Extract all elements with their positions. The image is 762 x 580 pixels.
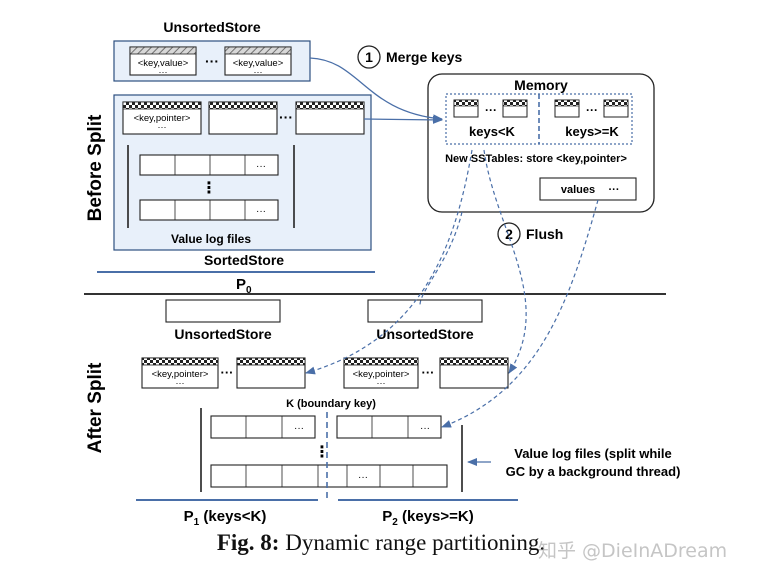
merge-step-number: 1 (365, 49, 373, 65)
sorted-store-label: SortedStore (204, 252, 284, 268)
ellipsis: ··· (485, 103, 497, 117)
vlog-after-vdots: ⋮ (314, 444, 330, 461)
flush-step-text: Flush (526, 226, 563, 242)
vlog-vdots: ⋮ (201, 180, 217, 197)
kp-cell-ellipsis: ··· (176, 378, 185, 388)
before-split-label: Before Split (85, 114, 106, 221)
kp-cell-label: <key,pointer> (152, 369, 209, 380)
kv-cell-ellipsis: ··· (254, 67, 263, 77)
ellipsis: ··· (586, 103, 598, 117)
p2-sstable-2-header (439, 357, 509, 366)
figure-caption: Fig. 8: Dynamic range partitioning. (0, 530, 762, 570)
flush-arrow-left-sstables (305, 149, 473, 375)
figure-number: Fig. 8: (216, 530, 280, 555)
ellipsis: ··· (279, 109, 293, 125)
p1-sstable-2-header (236, 357, 306, 366)
value-log-split-label-2: GC by a background thread) (506, 464, 681, 479)
flush-arrow-values (441, 199, 599, 428)
vlog-after-row-left: ··· (210, 415, 316, 439)
vlog-ellipsis: ··· (358, 472, 368, 483)
kp-cell-label: <key,pointer> (353, 369, 410, 380)
sstable-block-2-header (208, 101, 278, 110)
vlog-after-row-right: ··· (336, 415, 442, 439)
merge-arrow-from-sorted (363, 115, 443, 124)
vlog-ellipsis: ··· (256, 161, 266, 172)
vlog-after-row-bottom: ··· (210, 464, 448, 488)
p2-label: P2 (keys>=K) (382, 508, 473, 528)
flush-arrow-left-vlog (419, 211, 463, 306)
values-box (539, 177, 637, 201)
p1-label: P1 (keys<K) (184, 508, 267, 528)
boundary-key-label: K (boundary key) (286, 398, 376, 410)
flush-step-number: 2 (505, 226, 513, 242)
kp-cell-ellipsis: ··· (158, 122, 167, 132)
ellipsis: ··· (221, 365, 234, 380)
merge-step-text: Merge keys (386, 49, 462, 65)
vlog-row-bottom: ··· (139, 199, 279, 221)
merge-arrow-from-unsorted (309, 57, 443, 123)
vlog-ellipsis: ··· (256, 206, 266, 217)
kv-block-right: <key,value> ··· (224, 46, 292, 77)
kp-cell-ellipsis: ··· (377, 378, 386, 388)
p2-sstable-1: <key,pointer> ··· (343, 357, 419, 389)
unsorted-store-left-label: UnsortedStore (174, 326, 271, 342)
memory-label: Memory (514, 77, 568, 93)
kv-cell-label: <key,value> (233, 58, 284, 69)
vlog-row-top: ··· (139, 154, 279, 176)
values-ellipsis: ··· (609, 184, 620, 196)
unsorted-store-right-label: UnsortedStore (376, 326, 473, 342)
figure-caption-text: Dynamic range partitioning. (279, 530, 546, 555)
keys-ge-k-label: keys>=K (565, 124, 619, 139)
p0-label: P0 (236, 276, 252, 296)
watermark: 知乎 @DieInADream (538, 540, 728, 562)
merge-step-badge (357, 45, 381, 69)
unsorted-store-left (165, 299, 281, 323)
flush-arrow-right-sstables (483, 149, 527, 374)
p1-sstable-1: <key,pointer> ··· (141, 357, 219, 389)
memory-right-sstables: ··· (554, 99, 629, 118)
unsorted-store-right (367, 299, 483, 323)
unsorted-store-top-label: UnsortedStore (163, 19, 260, 35)
new-sstables-label: New SSTables: store <key,pointer> (445, 153, 627, 165)
value-log-files-label: Value log files (171, 232, 251, 246)
kp-cell-label: <key,pointer> (134, 113, 191, 124)
sstable-block-1: <key,pointer> ··· (122, 101, 202, 135)
vlog-ellipsis: ··· (294, 423, 304, 434)
values-label: values (561, 184, 595, 196)
vlog-ellipsis: ··· (420, 423, 430, 434)
value-log-split-label-1: Value log files (split while (514, 446, 671, 461)
memory-left-sstables: ··· (453, 99, 528, 118)
keys-lt-k-label: keys<K (469, 124, 516, 139)
after-split-label: After Split (85, 362, 106, 453)
ellipsis: ··· (422, 365, 435, 380)
sstable-block-3-header (295, 101, 365, 110)
kv-block-left: <key,value> ··· (129, 46, 197, 77)
ellipsis: ··· (205, 53, 219, 69)
kv-cell-label: <key,value> (138, 58, 189, 69)
flush-step-badge (497, 222, 521, 246)
kv-cell-ellipsis: ··· (159, 67, 168, 77)
